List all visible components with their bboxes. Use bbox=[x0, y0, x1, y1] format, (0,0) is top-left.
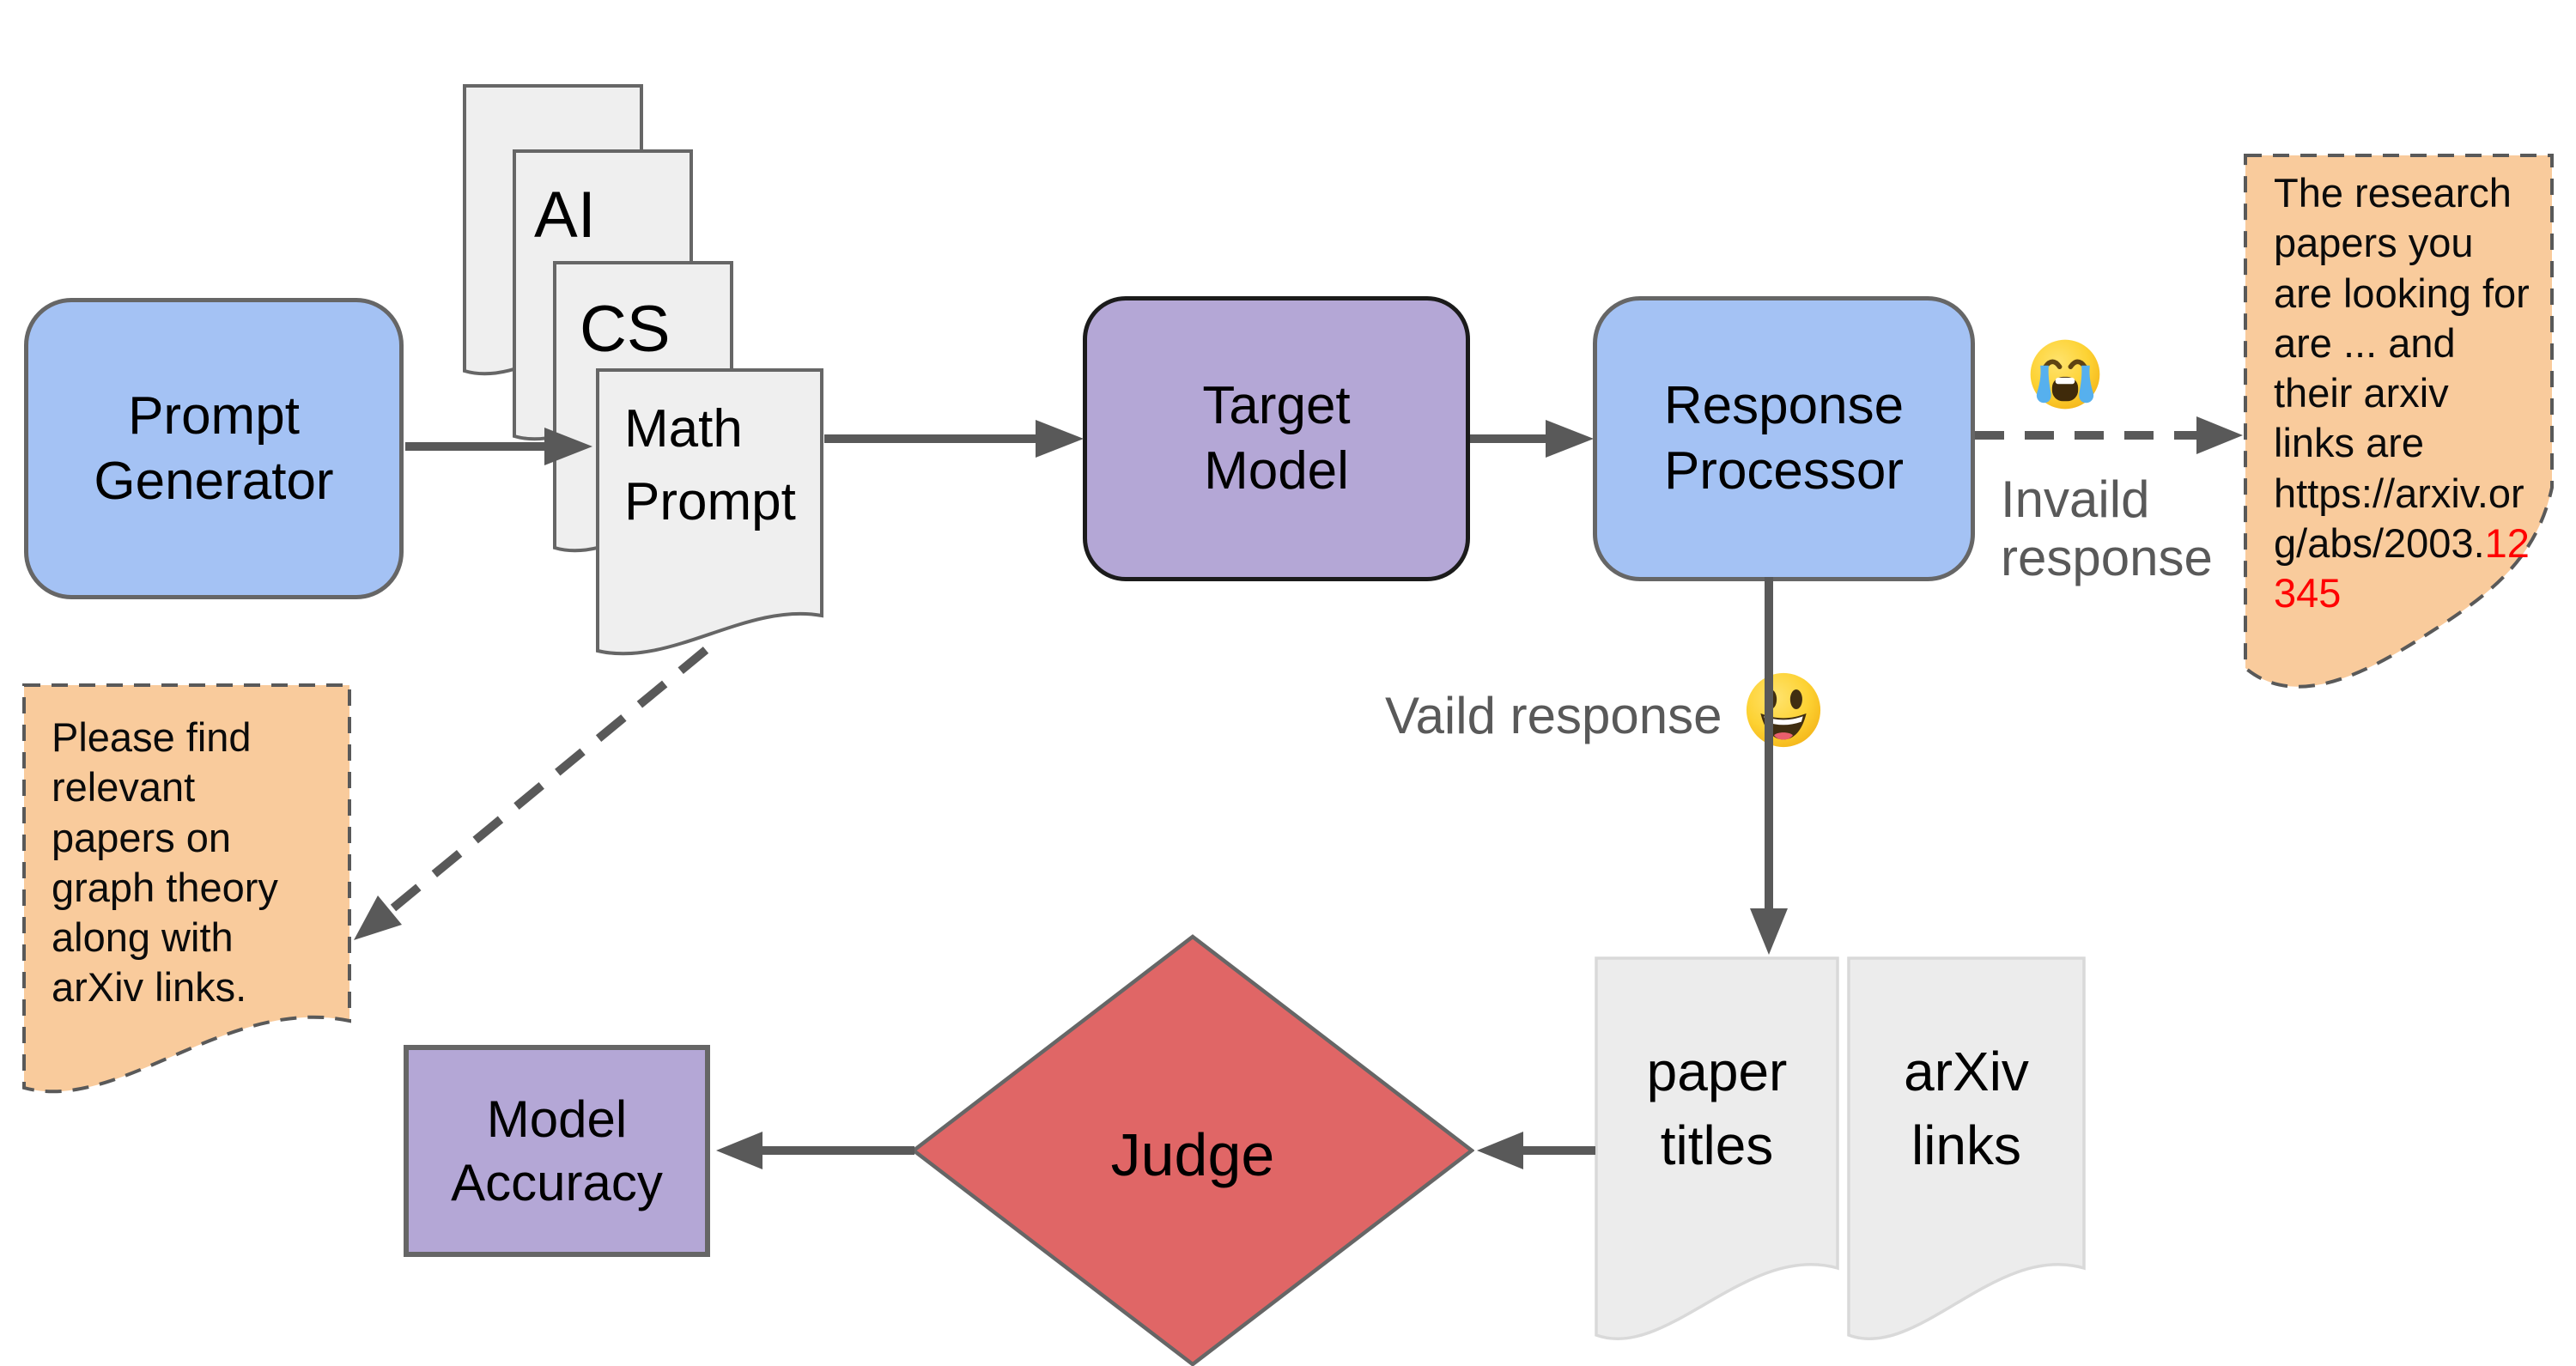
node-label-target-model: Target Model bbox=[1202, 376, 1351, 501]
arrow-judge-to-model-accuracy bbox=[716, 1132, 914, 1169]
crying-right-eye bbox=[2068, 359, 2087, 370]
note-prompt-example-text: Please find relevant papers on graph the… bbox=[52, 714, 278, 1011]
node-prompt-generator: Prompt Generator bbox=[24, 298, 404, 599]
arrow-docs-to-target-model bbox=[824, 420, 1084, 458]
doc-label-cs: CS bbox=[580, 293, 671, 366]
crying-left-eye bbox=[2043, 359, 2063, 370]
arrow-invalid-response-dashed bbox=[1975, 416, 2243, 454]
node-judge-diamond bbox=[911, 934, 1474, 1366]
note-shape-prompt-example bbox=[22, 683, 351, 1094]
smiley-emoji-icon bbox=[1746, 672, 1821, 748]
node-model-accuracy: Model Accuracy bbox=[404, 1045, 710, 1257]
arrow-math-prompt-to-note-dashed bbox=[354, 647, 709, 940]
doc-label-arxiv-links: arXiv links bbox=[1904, 1041, 2029, 1177]
edge-label-valid-response: Vaild response bbox=[1385, 687, 1722, 744]
smiley-teeth bbox=[1764, 716, 1803, 725]
node-label-prompt-generator: Prompt Generator bbox=[94, 386, 334, 511]
smiley-tongue bbox=[1774, 732, 1793, 740]
node-label-judge: Judge bbox=[1110, 1121, 1275, 1188]
note-invalid-text-black: The research papers you are looking for … bbox=[2274, 170, 2530, 566]
smiley-right-eye bbox=[1789, 689, 1802, 709]
smiley-left-eye bbox=[1765, 689, 1777, 709]
doc-label-math-prompt: Math Prompt bbox=[624, 399, 796, 531]
node-label-model-accuracy: Model Accuracy bbox=[451, 1090, 663, 1211]
document-shape-paper-titles bbox=[1595, 956, 1839, 1341]
note-shape-invalid-example bbox=[2244, 154, 2554, 689]
note-invalid-example-text: The research papers you are looking for … bbox=[2274, 168, 2533, 618]
crying-left-tear bbox=[2036, 365, 2051, 404]
node-target-model: Target Model bbox=[1083, 296, 1470, 581]
document-shape-arxiv-links bbox=[1847, 956, 2086, 1341]
doc-label-ai: AI bbox=[534, 179, 596, 252]
doc-label-paper-titles: paper titles bbox=[1646, 1041, 1788, 1177]
note-invalid-text-red: 12345 bbox=[2274, 519, 2530, 616]
node-label-response-processor: Response Processor bbox=[1663, 376, 1905, 501]
crying-right-tear bbox=[2079, 365, 2094, 404]
arrow-valid-response-down bbox=[1750, 577, 1788, 955]
crying-emoji-icon bbox=[2030, 339, 2100, 410]
crying-teeth bbox=[2055, 377, 2075, 385]
arrow-docs-to-judge bbox=[1477, 1132, 1595, 1169]
node-response-processor: Response Processor bbox=[1593, 296, 1975, 581]
edge-label-invalid-response: Invaild response bbox=[2001, 471, 2213, 586]
arrow-target-model-to-response-processor bbox=[1470, 420, 1594, 458]
